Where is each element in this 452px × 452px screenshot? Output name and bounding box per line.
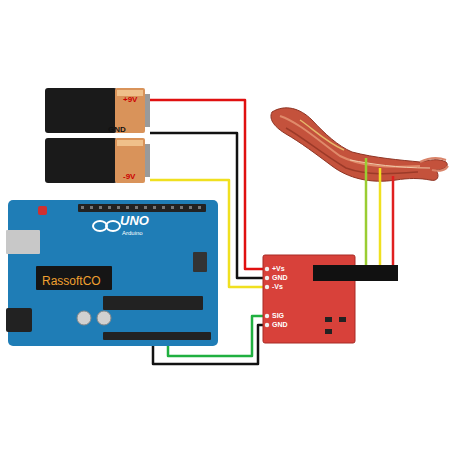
- header-pin: [189, 206, 192, 209]
- header-pin: [117, 206, 120, 209]
- header-pin: [135, 206, 138, 209]
- electrode-wire: [379, 168, 382, 272]
- header-pin: [108, 206, 111, 209]
- header-pin: [198, 206, 201, 209]
- brand-name: Arduino: [122, 230, 143, 236]
- header-pin: [90, 206, 93, 209]
- digital-header: [78, 204, 206, 212]
- chip: [36, 266, 112, 290]
- arduino-board: UNO ArduinoRassoftCO: [8, 200, 218, 346]
- usb-port: [6, 230, 40, 254]
- analog-header: [103, 332, 211, 340]
- battery-terminal: [145, 94, 150, 127]
- battery-body: [45, 88, 117, 133]
- battery-body: [45, 138, 117, 183]
- header-pin: [126, 206, 129, 209]
- pin-pad: [265, 276, 269, 280]
- reset-button: [38, 206, 47, 215]
- smd-part: [339, 317, 346, 322]
- pin-label: -Vs: [272, 283, 283, 290]
- battery-shine: [117, 140, 143, 146]
- header-pin: [81, 206, 84, 209]
- battery-terminal: [145, 144, 150, 177]
- watermark: RassoftCO: [42, 275, 101, 287]
- arm-figure: [271, 108, 448, 181]
- header-pin: [180, 206, 183, 209]
- battery: +9V: [45, 88, 150, 135]
- header-pin: [162, 206, 165, 209]
- header-pin: [171, 206, 174, 209]
- logo-mark: [93, 221, 120, 231]
- terminal-label: -9V: [123, 173, 135, 181]
- header-pin: [99, 206, 102, 209]
- pin-pad: [265, 314, 269, 318]
- pin-pad: [265, 267, 269, 271]
- electrode-plug: [313, 265, 398, 281]
- battery-cap: [115, 138, 145, 183]
- terminal-label: +9V: [123, 96, 137, 104]
- terminal-label: GND: [108, 126, 126, 134]
- header-pin: [144, 206, 147, 209]
- header-pin: [153, 206, 156, 209]
- pin-label: SIG: [272, 312, 284, 319]
- pin-label: GND: [272, 321, 288, 328]
- arduino-board-shape: [8, 200, 218, 346]
- battery: -9V: [45, 138, 150, 185]
- electrode-wire: [392, 176, 395, 272]
- smd-part: [325, 317, 332, 322]
- pin-pad: [265, 285, 269, 289]
- pcb: [8, 200, 218, 346]
- microcontroller: [103, 296, 203, 310]
- smd-part: [325, 329, 332, 334]
- board-logo: UNO: [120, 214, 149, 227]
- capacitor: [97, 311, 111, 325]
- pin-label: GND: [272, 274, 288, 281]
- muscle-sensor: +VsGND -VsSIG GND: [263, 255, 355, 343]
- power-jack: [6, 308, 32, 332]
- pin-pad: [265, 323, 269, 327]
- icsp-header: [193, 252, 207, 272]
- capacitor: [77, 311, 91, 325]
- electrode-wire: [365, 158, 368, 272]
- pin-label: +Vs: [272, 265, 285, 272]
